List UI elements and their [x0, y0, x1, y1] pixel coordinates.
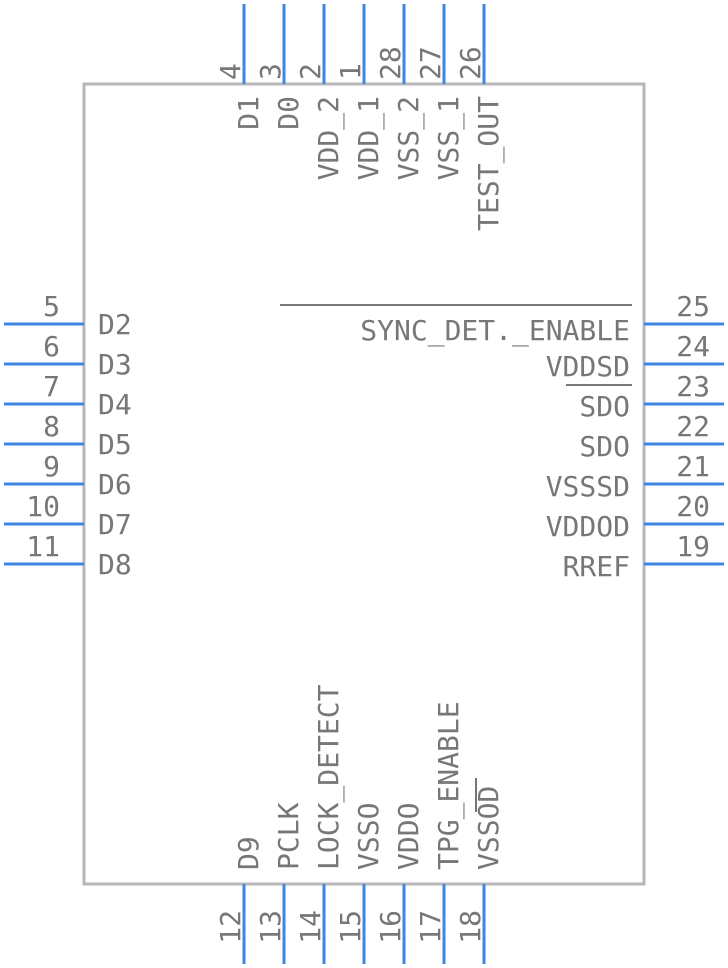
pin-label: D8 — [98, 548, 132, 581]
top-pins: 4 3 2 1 28 27 26 D1 D0 VDD_2 VDD_1 VSS_2… — [214, 4, 506, 231]
pin-label: VSS_2 — [392, 96, 426, 180]
pin-label: VSSOD — [472, 786, 505, 870]
pin-number: 10 — [26, 490, 60, 523]
pin-label: TEST_OUT — [472, 96, 506, 231]
pin-number: 21 — [676, 450, 710, 483]
pin-label: VDD_1 — [352, 96, 386, 180]
pin-number: 22 — [676, 410, 710, 443]
pin-number: 27 — [414, 46, 447, 80]
left-pins: 5 6 7 8 9 10 11 D2 D3 D4 D5 D6 D7 D8 — [4, 290, 132, 581]
pin-label: PCLK — [272, 802, 305, 870]
pin-number: 2 — [294, 63, 327, 80]
pin-label: D5 — [98, 428, 132, 461]
bottom-pins: 12 13 14 15 16 17 18 D9 PCLK LOCK_DETECT… — [214, 684, 505, 964]
pin-number: 6 — [43, 330, 60, 363]
right-pins: 25 24 23 22 21 20 19 SYNC_DET._ENABLE VD… — [280, 290, 724, 583]
pin-label: SDO — [579, 390, 630, 423]
pin-number: 14 — [294, 910, 327, 944]
pin-label: D4 — [98, 388, 132, 421]
pin-label: D9 — [232, 836, 265, 870]
pin-number: 20 — [676, 490, 710, 523]
pin-number: 13 — [254, 910, 287, 944]
pin-label: D7 — [98, 508, 132, 541]
pin-label: SYNC_DET._ENABLE — [360, 314, 630, 348]
pin-label: VDDSD — [546, 350, 630, 383]
pin-number: 12 — [214, 910, 247, 944]
pin-number: 24 — [676, 330, 710, 363]
pin-label: VSS_1 — [432, 96, 466, 180]
pin-number: 25 — [676, 290, 710, 323]
pin-number: 4 — [214, 63, 247, 80]
pin-number: 23 — [676, 370, 710, 403]
pin-label: RREF — [563, 550, 630, 583]
pin-number: 1 — [334, 63, 367, 80]
pin-number: 16 — [374, 910, 407, 944]
pin-label: VDDOD — [546, 510, 630, 543]
pin-label: TPG_ENABLE — [432, 701, 466, 870]
pin-number: 18 — [454, 910, 487, 944]
pin-number: 11 — [26, 530, 60, 563]
pin-label: VSSO — [352, 803, 385, 870]
pin-label: VSSSD — [546, 470, 630, 503]
pin-number: 15 — [334, 910, 367, 944]
pin-number: 9 — [43, 450, 60, 483]
pin-number: 28 — [374, 46, 407, 80]
pin-label: VDDO — [392, 803, 425, 870]
pin-number: 3 — [254, 63, 287, 80]
pin-number: 19 — [676, 530, 710, 563]
pin-number: 8 — [43, 410, 60, 443]
pin-label: D3 — [98, 348, 132, 381]
pin-label: VDD_2 — [312, 96, 346, 180]
pin-number: 5 — [43, 290, 60, 323]
pin-label: D0 — [272, 96, 305, 130]
pin-number: 7 — [43, 370, 60, 403]
pin-label: D2 — [98, 308, 132, 341]
pin-label: D1 — [232, 96, 265, 130]
pin-number: 17 — [414, 910, 447, 944]
pin-label: LOCK_DETECT — [312, 684, 346, 870]
pin-label: SDO — [579, 430, 630, 463]
pin-number: 26 — [454, 46, 487, 80]
pin-label: D6 — [98, 468, 132, 501]
